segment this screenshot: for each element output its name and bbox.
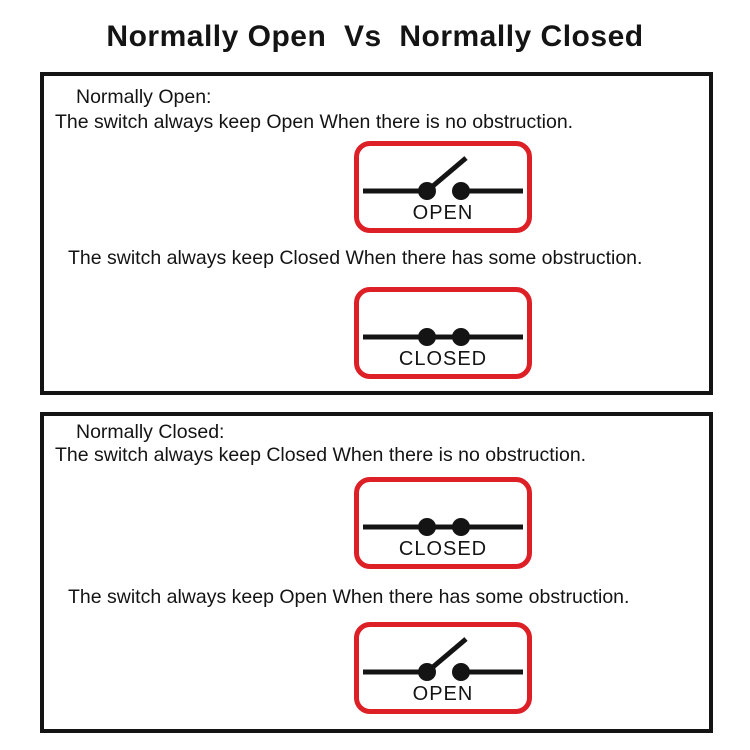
switch-figure-open: OPEN	[354, 141, 532, 233]
panel-heading: Normally Closed:	[76, 421, 225, 443]
switch-figure-closed: CLOSED	[354, 477, 532, 569]
switch-figure-closed: CLOSED	[354, 287, 532, 379]
open-switch-icon	[363, 637, 523, 681]
switch-state-label: CLOSED	[398, 348, 488, 370]
switch-figure-open: OPEN	[354, 622, 532, 714]
switch-state-label: CLOSED	[398, 538, 488, 560]
switch-state-label: OPEN	[412, 202, 474, 224]
description-no-obstruction: The switch always keep Closed When there…	[55, 444, 587, 466]
switch-state-label: OPEN	[412, 683, 474, 705]
panel-normally-closed: Normally Closed: The switch always keep …	[40, 412, 713, 733]
closed-switch-icon	[363, 518, 523, 536]
description-some-obstruction: The switch always keep Open When there h…	[68, 586, 630, 608]
description-some-obstruction: The switch always keep Closed When there…	[68, 247, 643, 269]
page-title: Normally Open Vs Normally Closed	[106, 20, 644, 53]
open-switch-icon	[363, 156, 523, 200]
panel-heading: Normally Open:	[76, 86, 212, 108]
description-no-obstruction: The switch always keep Open When there i…	[55, 111, 574, 133]
closed-switch-icon	[363, 328, 523, 346]
panel-normally-open: Normally Open: The switch always keep Op…	[40, 72, 713, 395]
